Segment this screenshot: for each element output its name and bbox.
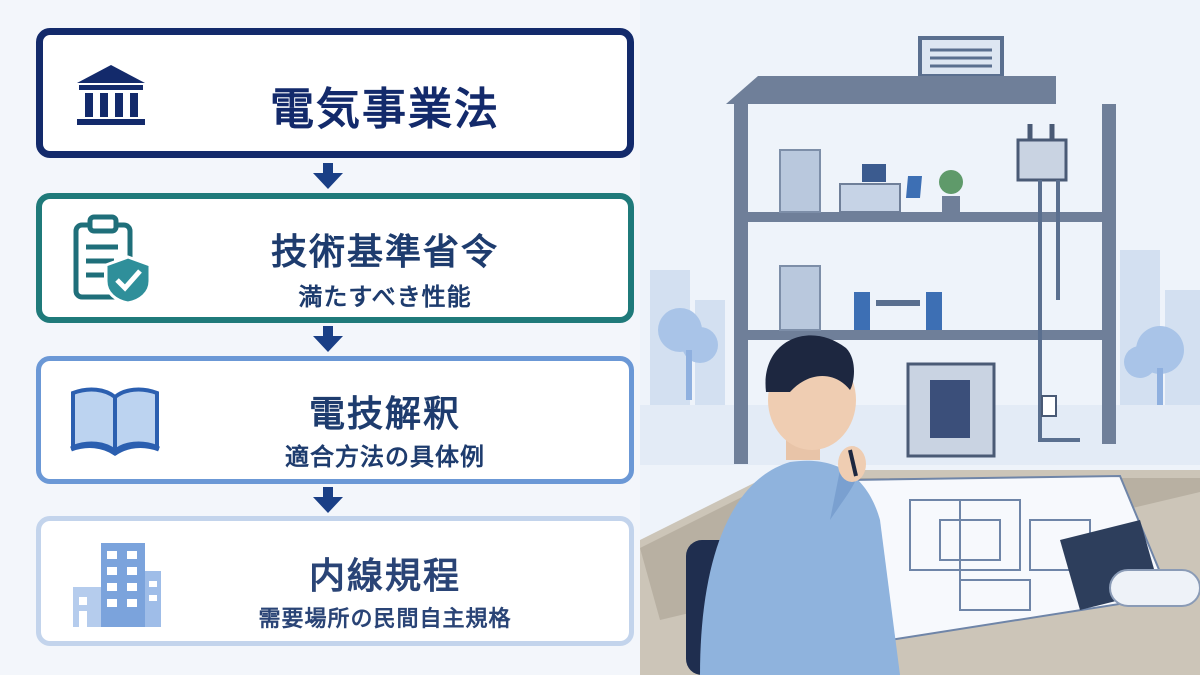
level-title: 内線規程 — [308, 556, 461, 597]
level-box-technical-interpretation: 電技解釈 適合方法の具体例 — [36, 356, 634, 484]
level-subtitle: 需要場所の民間自主規格 — [258, 607, 512, 632]
tree-right — [1124, 326, 1184, 408]
down-arrow-icon — [313, 326, 343, 352]
government-building-icon — [77, 65, 145, 125]
level-box-indoor-wiring-regulations: 内線規程 需要場所の民間自主規格 — [36, 516, 634, 646]
level-title: 電技解釈 — [308, 394, 461, 435]
level-title: 技術基準省令 — [270, 232, 499, 273]
level-subtitle: 適合方法の具体例 — [285, 443, 485, 471]
tree-left — [658, 308, 718, 400]
office-building-icon — [73, 543, 161, 627]
hierarchy-panel: 電気事業法 技術基準省令 満たすべき性能 電技解釈 適合方法の具体例 — [36, 28, 634, 646]
down-arrow-icon — [313, 163, 343, 189]
down-arrow-icon — [313, 487, 343, 513]
engineer-building-illustration — [640, 0, 1200, 675]
level-subtitle: 満たすべき性能 — [298, 283, 472, 311]
clipboard-shield-icon — [73, 214, 152, 305]
level-box-electricity-business-act: 電気事業法 — [36, 28, 634, 158]
open-book-icon — [70, 387, 160, 457]
level-box-technical-standards-ordinance: 技術基準省令 満たすべき性能 — [36, 193, 634, 323]
level-title: 電気事業法 — [270, 84, 500, 135]
